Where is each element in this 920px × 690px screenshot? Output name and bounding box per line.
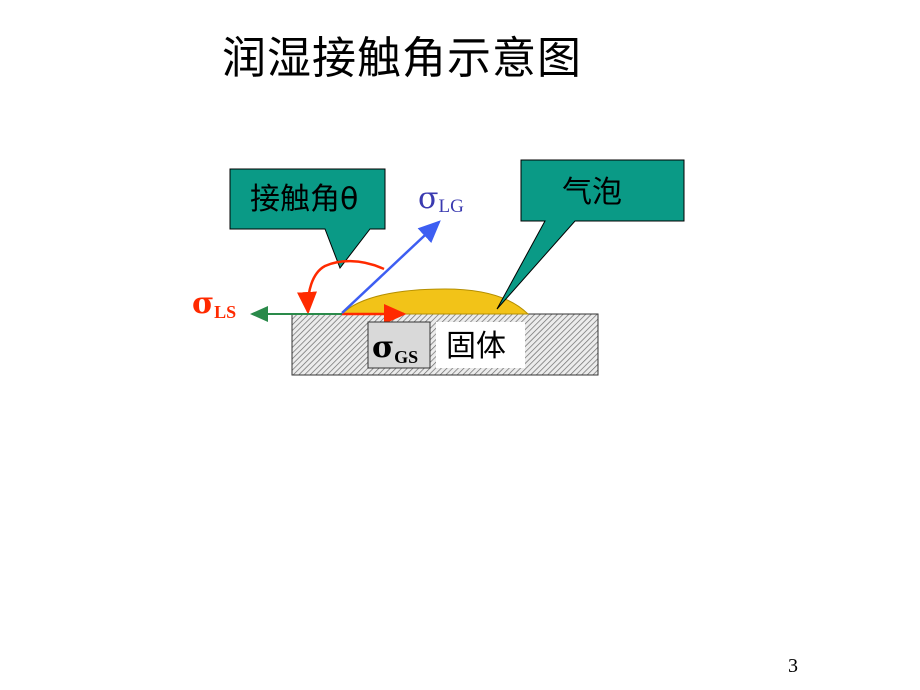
bubble-callout-text: 气泡 [562,175,622,210]
solid-label-box [436,322,525,368]
sigma-lg-arrow [341,220,441,314]
sigma-gs-symbol: σ [372,330,394,365]
solid-label: 固体 [446,329,506,364]
sigma-ls-subscript: LS [214,302,236,322]
sigma-ls-symbol: σ [192,286,214,321]
sigma-lg-label: σLG [418,181,464,217]
sigma-lg-subscript: LG [438,196,464,217]
sigma-ls-label: σLS [192,286,236,322]
page-number: 3 [788,655,798,677]
bubble-shape [340,288,530,315]
contact-angle-arc [297,259,385,315]
sigma-gs-label: σGS [372,330,418,367]
sigma-lg-symbol: σ [418,181,438,216]
slide-title: 润湿接触角示意图 [222,33,582,84]
sigma-gs-box [367,321,431,369]
contact-angle-callout-text: 接触角θ [250,182,358,217]
sigma-gs-subscript: GS [394,347,418,367]
